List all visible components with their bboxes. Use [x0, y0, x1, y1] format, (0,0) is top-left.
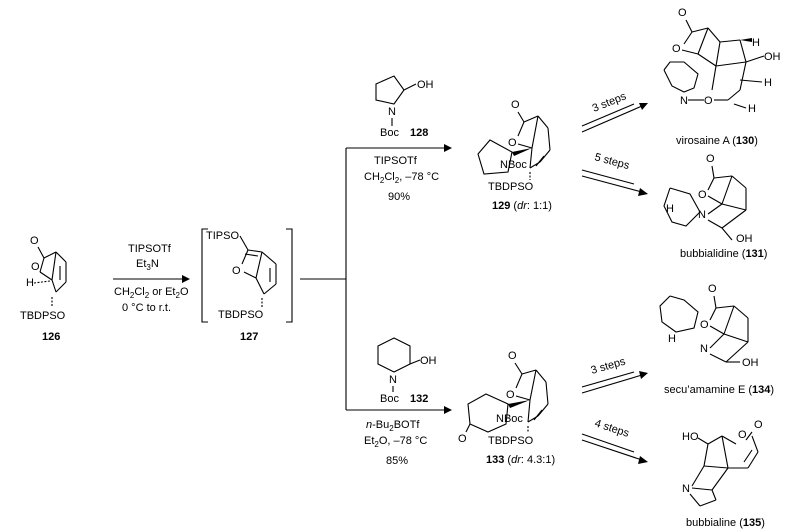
svg-text:5 steps: 5 steps	[593, 151, 631, 172]
atom-label: Boc	[380, 127, 399, 139]
atom-label: HO	[682, 431, 699, 443]
arrow-to-130: 3 steps	[581, 90, 648, 133]
atom-label: N	[388, 106, 396, 118]
atom-label: OH	[417, 79, 434, 91]
svg-text:CH2Cl2, –78 °C: CH2Cl2, –78 °C	[364, 171, 439, 185]
atom-label: O	[700, 319, 709, 331]
atom-label: H	[666, 203, 674, 215]
atom-label: O	[511, 99, 520, 111]
atom-label: O	[754, 419, 763, 431]
compound-134: O O H N OH secu’amamine E (134)	[659, 283, 774, 396]
atom-label: OH	[764, 51, 781, 63]
reagent-128: OH N Boc 128	[375, 75, 434, 139]
compound-130: O O N O H OH H H virosaine A (130)	[663, 7, 781, 147]
svg-text:CH2Cl2 or Et2O: CH2Cl2 or Et2O	[114, 286, 189, 300]
branch-connector	[300, 144, 452, 414]
atom-label: O	[232, 265, 241, 277]
atom-label: NBoc	[496, 413, 523, 425]
atom-label: TBDPSO	[20, 310, 66, 322]
atom-label: O	[738, 429, 747, 441]
atom-label: NBoc	[500, 159, 527, 171]
atom-label: H	[668, 333, 676, 345]
compound-label: 126	[42, 331, 60, 343]
lower-conditions: n-Bu2BOTf Et2O, –78 °C 85%	[364, 419, 427, 467]
product-129-label: 129 (dr: 1:1)	[492, 200, 552, 212]
arrow-to-135: 4 steps	[581, 417, 648, 464]
svg-text:4 steps: 4 steps	[593, 417, 631, 440]
atom-label: OH	[742, 357, 759, 369]
atom-label: TBDPSO	[218, 309, 264, 321]
svg-text:TIPSOTf: TIPSOTf	[128, 243, 172, 255]
arrow-to-134: 3 steps	[581, 355, 648, 394]
atom-label: TBDPSO	[488, 181, 534, 193]
atom-label: OH	[420, 355, 437, 367]
atom-label: O	[706, 153, 715, 165]
atom-label: O	[458, 433, 467, 445]
atom-label: O	[508, 137, 517, 149]
svg-text:Et2O, –78 °C: Et2O, –78 °C	[364, 435, 427, 449]
compound-126: O O H TBDPSO 126	[20, 235, 67, 343]
atom-label: O	[708, 283, 717, 295]
atom-label: N	[700, 343, 708, 355]
compound-label: 128	[410, 127, 428, 139]
atom-label: O	[678, 7, 687, 19]
compound-127: TIPSO O TBDPSO 127	[201, 228, 293, 343]
reaction-arrow-step1	[113, 275, 190, 283]
atom-label: TBDPSO	[488, 435, 534, 447]
compound-131: O O H N OH bubbialidine (131)	[663, 153, 767, 260]
atom-label: O	[31, 261, 40, 273]
atom-label: N	[389, 374, 397, 386]
svg-text:90%: 90%	[388, 191, 410, 203]
compound-label: 127	[240, 331, 258, 343]
svg-text:0 °C to r.t.: 0 °C to r.t.	[122, 302, 171, 314]
upper-conditions: TIPSOTf CH2Cl2, –78 °C 90%	[364, 155, 439, 203]
atom-label: N	[698, 209, 706, 221]
arrow-to-131: 5 steps	[581, 151, 648, 196]
atom-label: OH	[736, 233, 753, 245]
atom-label: H	[764, 77, 772, 89]
svg-text:3 steps: 3 steps	[591, 90, 629, 115]
svg-text:85%: 85%	[386, 455, 408, 467]
reagent-132: OH N Boc 132	[377, 337, 437, 405]
compound-133: O O NBoc O TBDPSO 133 (dr: 4.3:1)	[458, 350, 555, 466]
atom-label: O	[30, 235, 39, 247]
atom-label: O	[704, 95, 713, 107]
atom-label: O	[506, 389, 515, 401]
atom-label: O	[672, 43, 681, 55]
atom-label: O	[698, 189, 707, 201]
compound-label: 132	[410, 393, 428, 405]
atom-label: H	[748, 103, 756, 115]
product-133-label: 133 (dr: 4.3:1)	[486, 454, 555, 466]
svg-text:3 steps: 3 steps	[590, 355, 628, 376]
atom-label: O	[508, 350, 517, 362]
compound-135: HO O O N bubbialine (135)	[682, 419, 765, 529]
step1-conditions: TIPSOTf Et3N CH2Cl2 or Et2O 0 °C to r.t.	[114, 243, 189, 314]
target-name: virosaine A (130)	[676, 135, 758, 147]
atom-label: N	[682, 483, 690, 495]
svg-text:TIPSOTf: TIPSOTf	[374, 155, 418, 167]
atom-label: N	[680, 95, 688, 107]
target-name: bubbialidine (131)	[680, 248, 767, 260]
atom-label: TIPSO	[206, 230, 239, 242]
svg-text:Et3N: Et3N	[136, 258, 159, 272]
atom-label: H	[752, 37, 760, 49]
target-name: bubbialine (135)	[686, 517, 765, 529]
compound-129: O O NBoc TBDPSO 129 (dr: 1:1)	[477, 99, 552, 212]
target-name: secu’amamine E (134)	[664, 384, 774, 396]
atom-label: Boc	[380, 393, 399, 405]
svg-text:n-Bu2BOTf: n-Bu2BOTf	[366, 419, 420, 433]
atom-label: H	[26, 277, 34, 289]
